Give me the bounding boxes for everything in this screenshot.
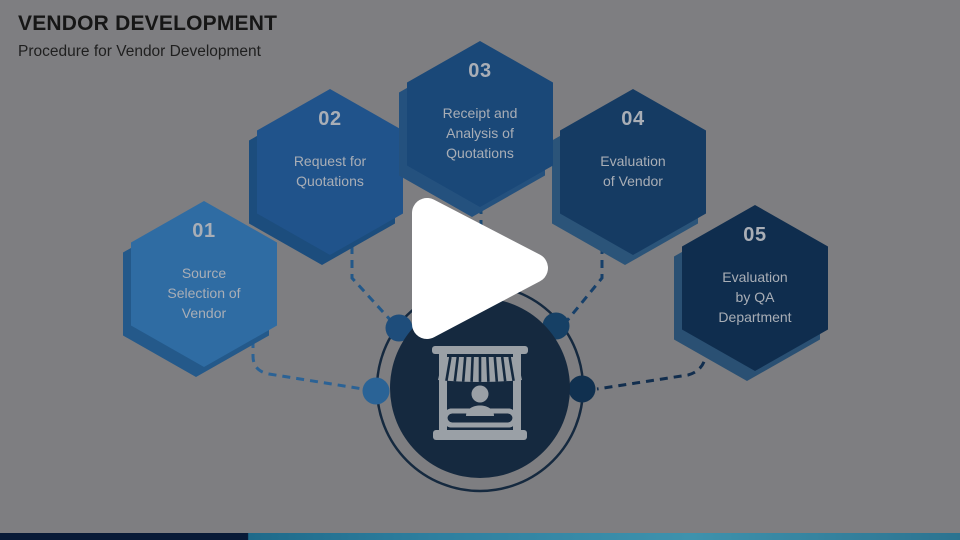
step-number: 04 bbox=[621, 108, 645, 130]
step-number: 02 bbox=[318, 108, 342, 130]
awning-stripes bbox=[445, 356, 515, 382]
ring-dot-step-1 bbox=[362, 377, 390, 405]
ring-dot-step-2 bbox=[385, 314, 413, 342]
slide-header: VENDOR DEVELOPMENT Procedure for Vendor … bbox=[18, 12, 277, 61]
connector-step-1 bbox=[251, 312, 364, 391]
step-number: 03 bbox=[468, 60, 492, 82]
vendor-storefront-icon bbox=[432, 346, 528, 440]
person-icon bbox=[471, 385, 489, 403]
step-hexagon-01: 01 Source Selection of Vendor bbox=[123, 201, 277, 377]
footer-gradient-bar bbox=[0, 533, 960, 540]
step-number: 01 bbox=[192, 220, 216, 242]
step-hexagon-05: 05 Evaluation by QA Department bbox=[674, 205, 828, 381]
hexagon-body bbox=[257, 89, 403, 255]
slide-title: VENDOR DEVELOPMENT bbox=[18, 12, 278, 35]
step-label: Evaluation of Vendor bbox=[600, 153, 666, 189]
step-hexagon-04: 04 Evaluation of Vendor bbox=[552, 89, 706, 265]
counter-ledge bbox=[442, 408, 518, 428]
slide-subtitle: Procedure for Vendor Development bbox=[18, 43, 261, 60]
step-hexagon-02: 02 Request for Quotations bbox=[249, 89, 403, 265]
play-triangle-icon[interactable] bbox=[412, 198, 548, 339]
step-hexagon-03: 03 Receipt and Analysis of Quotations bbox=[399, 41, 553, 217]
step-label: Source Selection of Vendor bbox=[167, 265, 241, 321]
step-number: 05 bbox=[743, 224, 767, 246]
step-label: Evaluation by QA Department bbox=[718, 269, 792, 325]
ring-dot-step-5 bbox=[568, 375, 596, 403]
step-label: Receipt and Analysis of Quotations bbox=[442, 105, 518, 161]
step-label: Request for Quotations bbox=[293, 153, 367, 189]
